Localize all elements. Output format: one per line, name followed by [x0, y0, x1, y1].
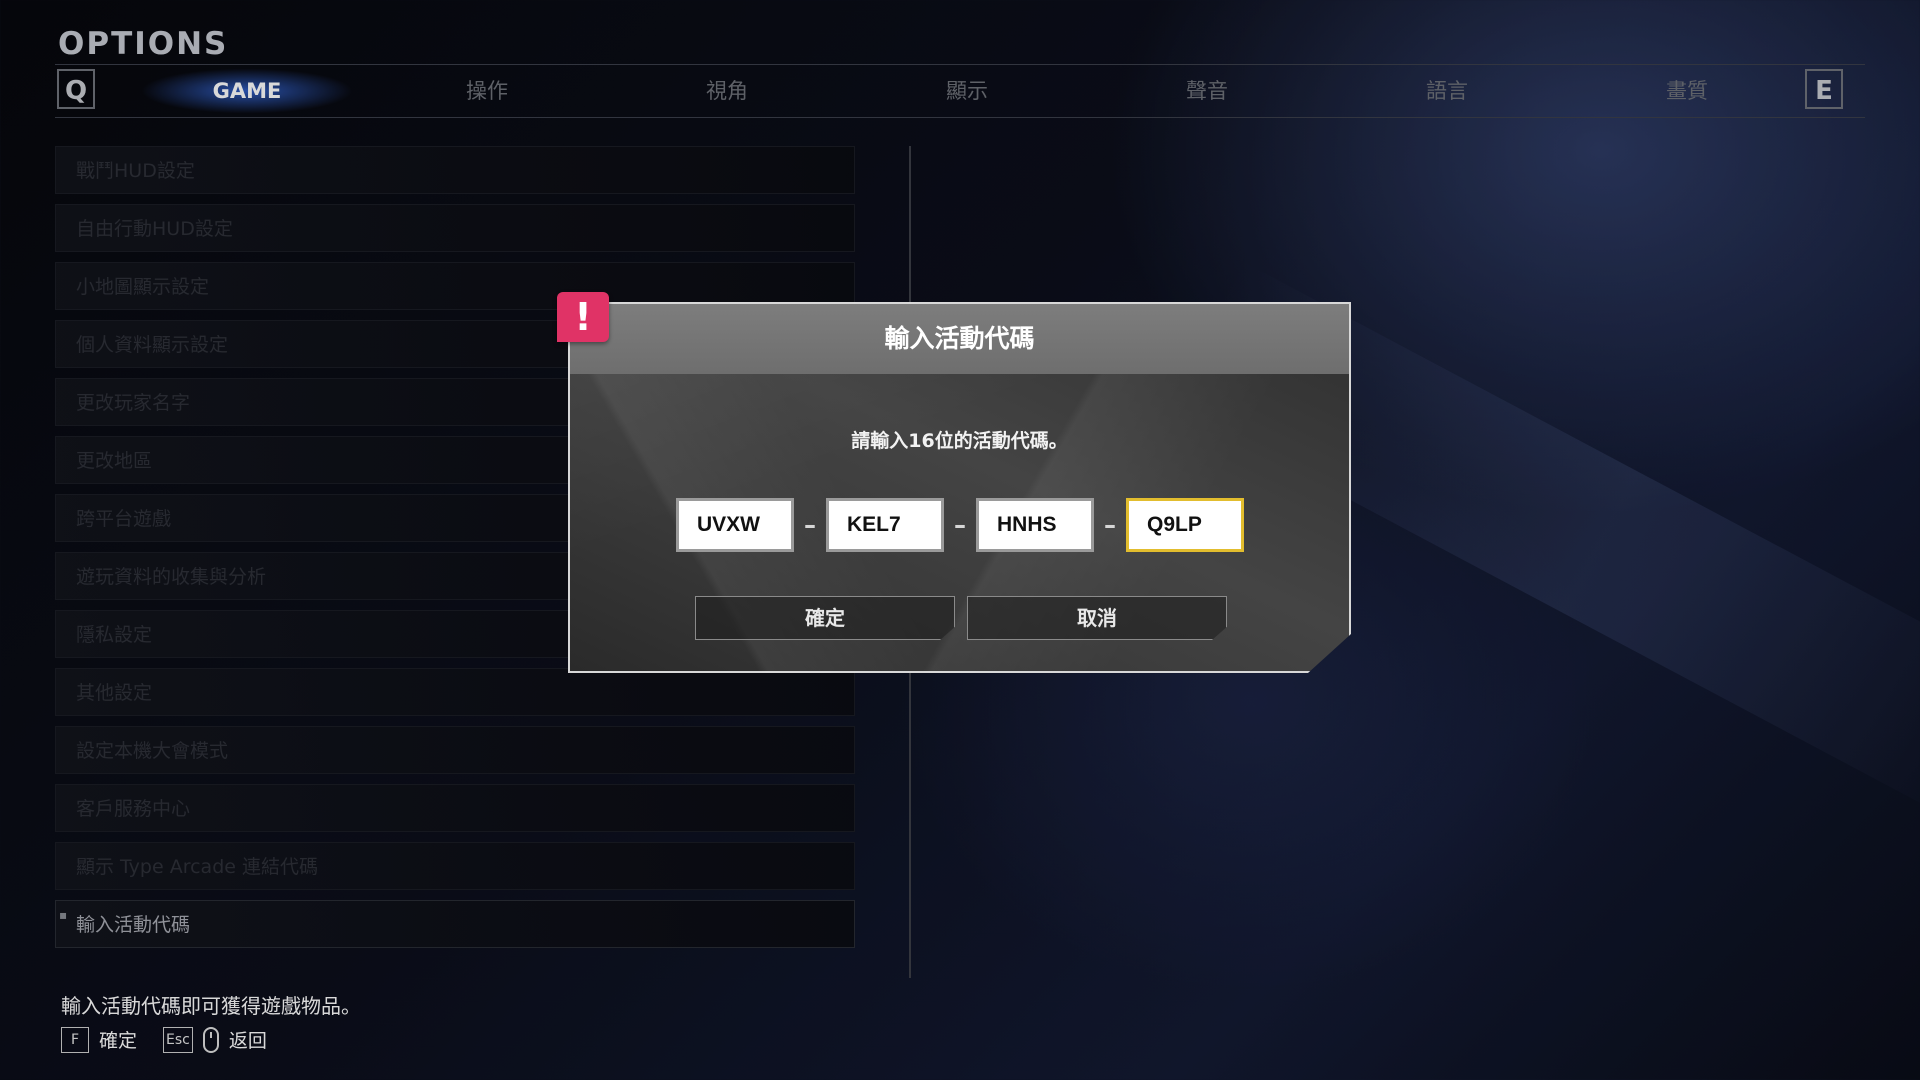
f-key-icon: F	[61, 1026, 89, 1053]
footer-key-hints: F 確定 Esc 返回	[61, 1026, 267, 1053]
selection-marker-icon: ▪	[59, 908, 68, 922]
cancel-button[interactable]: 取消	[967, 596, 1227, 640]
code-separator: –	[804, 511, 816, 539]
tab-bar: Q GAME 操作 視角 顯示 聲音 語言 畫質 E	[55, 64, 1865, 118]
menu-item-label: 輸入活動代碼	[76, 914, 191, 936]
menu-item-customer-support[interactable]: 客戶服務中心	[55, 784, 855, 832]
tab-game[interactable]: GAME	[127, 65, 367, 117]
code-input-2[interactable]: KEL7	[826, 498, 944, 552]
back-hint-label[interactable]: 返回	[228, 1030, 267, 1052]
menu-item-local-tournament[interactable]: 設定本機大會模式	[55, 726, 855, 774]
code-input-1[interactable]: UVXW	[676, 498, 794, 552]
esc-key-icon: Esc	[163, 1026, 193, 1053]
confirm-hint-label[interactable]: 確定	[99, 1030, 138, 1052]
tab-display[interactable]: 顯示	[946, 79, 988, 103]
menu-item-other-settings[interactable]: 其他設定	[55, 668, 855, 716]
dialog-title: 輸入活動代碼	[570, 304, 1349, 374]
alert-icon: !	[557, 292, 609, 342]
tab-language[interactable]: 語言	[1426, 79, 1468, 103]
page-title: OPTIONS	[58, 26, 229, 62]
item-description: 輸入活動代碼即可獲得遊戲物品。	[61, 994, 361, 1018]
tab-sound[interactable]: 聲音	[1186, 79, 1228, 103]
confirm-button[interactable]: 確定	[695, 596, 955, 640]
tab-camera[interactable]: 視角	[706, 79, 748, 103]
prev-tab-key[interactable]: Q	[57, 69, 95, 109]
code-input-3[interactable]: HNHS	[976, 498, 1094, 552]
tab-controls[interactable]: 操作	[466, 79, 508, 103]
tab-graphics[interactable]: 畫質	[1666, 79, 1708, 103]
menu-item-type-arcade-code[interactable]: 顯示 Type Arcade 連結代碼	[55, 842, 855, 890]
code-separator: –	[954, 511, 966, 539]
dialog-message: 請輸入16位的活動代碼。	[851, 430, 1068, 452]
menu-item-minimap[interactable]: 小地圖顯示設定	[55, 262, 855, 310]
next-tab-key[interactable]: E	[1805, 69, 1843, 109]
menu-item-free-roam-hud[interactable]: 自由行動HUD設定	[55, 204, 855, 252]
menu-item-battle-hud[interactable]: 戰鬥HUD設定	[55, 146, 855, 194]
mouse-icon	[202, 1026, 219, 1053]
code-separator: –	[1104, 511, 1116, 539]
code-input-row: UVXW – KEL7 – HNHS – Q9LP	[676, 498, 1244, 552]
event-code-dialog: 輸入活動代碼 請輸入16位的活動代碼。 UVXW – KEL7 – HNHS –…	[568, 302, 1351, 673]
code-input-4[interactable]: Q9LP	[1126, 498, 1244, 552]
menu-item-enter-event-code[interactable]: ▪ 輸入活動代碼	[55, 900, 855, 948]
